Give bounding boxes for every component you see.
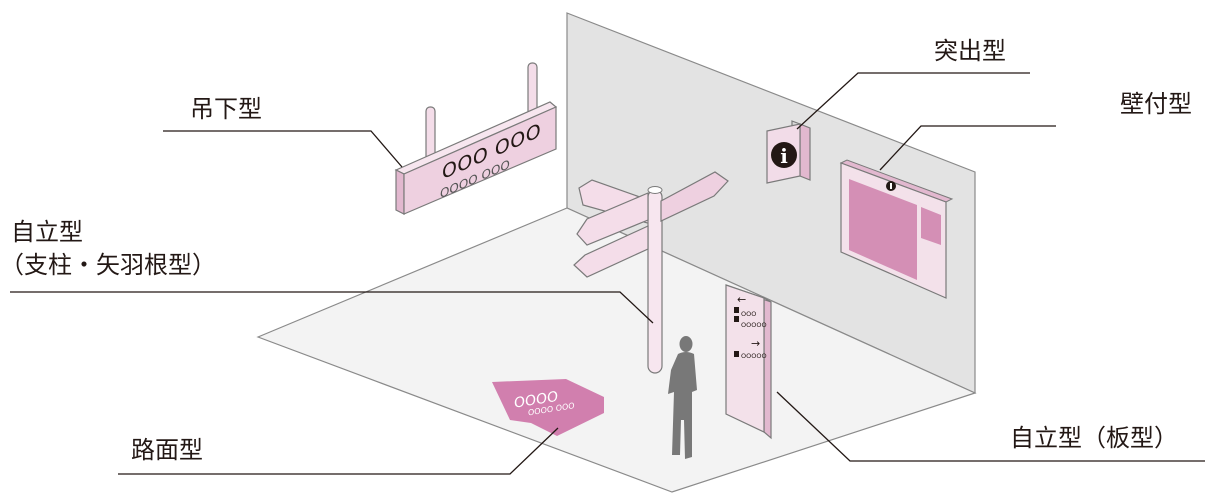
svg-text:←: ←: [737, 293, 746, 306]
hanging-sign-end: [396, 170, 404, 214]
board-row1-text: OOO: [741, 310, 756, 318]
board-side: [764, 298, 771, 438]
hanging-sign: OOO OOO OOOO OOO: [396, 63, 556, 214]
post-cap: [648, 187, 662, 194]
label-road-surface: 路面型: [131, 437, 203, 465]
label-freestanding-sub: （支柱・矢羽根型）: [0, 252, 216, 280]
label-suspended: 吊下型: [190, 96, 262, 124]
svg-text:→: →: [751, 337, 760, 350]
label-protruding: 突出型: [934, 38, 1006, 66]
board-row2-text: OOOOO: [741, 321, 767, 329]
standing-board: ← OOO OOOOO → OOOOO: [726, 285, 771, 438]
leader-suspended: [163, 131, 402, 167]
post-pole: [648, 190, 662, 373]
protruding-sign: i: [767, 121, 810, 183]
label-wall-mounted: 壁付型: [1120, 91, 1192, 119]
label-freestanding-board: 自立型（板型）: [1010, 425, 1178, 453]
board-row3-text: OOOOO: [741, 352, 767, 360]
protruding-info-glyph: i: [780, 144, 788, 168]
protruding-sign-side: [800, 124, 810, 180]
label-freestanding: 自立型: [11, 219, 83, 247]
